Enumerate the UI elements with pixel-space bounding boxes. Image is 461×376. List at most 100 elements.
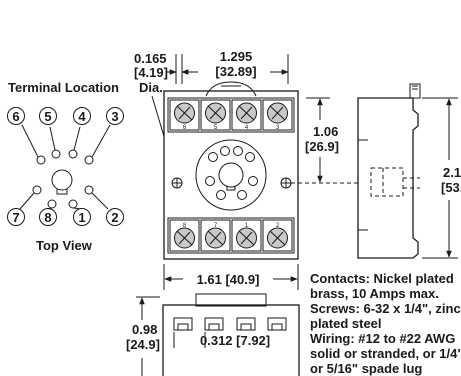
terminal-screw-7: 7 [200,219,231,252]
spec-line: Screws: 6-32 x 1/4", zinc [310,301,461,316]
bottom-terminal-slot [236,317,256,331]
svg-text:[32.89]: [32.89] [215,64,256,79]
svg-text:2: 2 [111,210,118,225]
base-width-dimension: 1.61 [40.9] [163,264,299,290]
bottom-body [162,304,300,376]
terminal-location-diagram: Terminal Location 6 5 [7,80,124,253]
pin-hole [216,190,226,200]
specifications-text: Contacts: Nickel plated brass, 10 Amps m… [310,271,461,376]
pitch-dimension: 0.312 [7.92] [173,332,270,348]
socket-front-view: 6 5 4 3 [163,81,370,260]
pin-hole [208,152,218,162]
svg-text:2.11: 2.11 [443,165,461,180]
socket-bottom-view [162,293,300,376]
terminal-screw-6: 6 [169,99,200,131]
svg-text:0.312 [7.92]: 0.312 [7.92] [200,333,270,348]
side-body [357,97,419,259]
octal-socket-circle [195,139,267,211]
top-view-caption: Top View [36,238,93,253]
spec-line: solid or stranded, or 1/4" [310,346,461,361]
pin-hole [245,152,255,162]
leader-line [19,192,35,210]
spec-line: or 5/16" spade lug [310,361,422,376]
svg-text:5: 5 [44,109,51,124]
pin-hole [233,146,243,156]
bottom-terminal-slot [204,317,224,331]
side-internal-dashed [370,167,404,197]
spec-line: Contacts: Nickel plated [310,271,454,286]
terminal-screw-8: 8 [169,219,200,252]
terminal-screw-4: 4 [231,99,262,131]
leader-line [91,124,111,158]
svg-text:[53.6]: [53.6] [441,180,461,195]
svg-text:4: 4 [78,109,86,124]
svg-text:4: 4 [245,125,249,131]
top-terminal-strip [167,97,295,133]
pin-hole [248,176,258,186]
mounting-hole-right [280,177,292,189]
pin-hole [237,190,247,200]
key-notch [56,189,68,195]
pin-7: 7 [7,208,25,226]
svg-text:[26.9]: [26.9] [305,139,339,154]
leader-line [21,124,39,158]
contact-circle [68,199,78,209]
svg-text:[24.9]: [24.9] [126,337,160,352]
contact-circle [51,149,61,159]
svg-text:1: 1 [78,210,85,225]
center-key-hole [218,162,244,188]
svg-text:Dia.: Dia. [139,80,163,95]
svg-text:8: 8 [44,210,51,225]
pin-5: 5 [39,107,57,125]
spec-line: Wiring: #12 to #22 AWG [310,331,455,346]
leader-line [73,126,81,151]
svg-text:1.61 [40.9]: 1.61 [40.9] [197,272,260,287]
svg-text:3: 3 [276,125,280,131]
svg-text:1.295: 1.295 [220,49,253,64]
svg-text:8: 8 [183,223,187,229]
terminal-location-title: Terminal Location [8,80,119,95]
bottom-terminal-slot [267,317,287,331]
contact-circle [84,155,94,165]
terminal-screw-5: 5 [200,99,231,131]
svg-text:[4.19]: [4.19] [134,65,168,80]
pin-3: 3 [106,107,124,125]
svg-text:1: 1 [245,223,249,229]
spec-line: brass, 10 Amps max. [310,286,439,301]
pin-hole [220,146,230,156]
leader-line [91,192,109,210]
contact-circle [47,199,57,209]
side-height-dimension: 2.11 [53.6] [422,97,461,259]
center-height-dimension: 1.06 [26.9] [305,97,339,183]
terminal-screw-3: 3 [262,99,293,131]
svg-text:3: 3 [111,109,118,124]
pin-6: 6 [7,107,25,125]
bottom-terminal-slot [173,317,193,331]
svg-text:7: 7 [214,223,218,229]
side-tab [409,83,421,99]
contact-circle [36,155,46,165]
contact-circle [68,149,78,159]
socket-side-view [357,83,421,259]
svg-text:6: 6 [183,125,187,131]
terminal-screw-1: 1 [231,219,262,252]
contact-circle [84,185,94,195]
pin-hole [205,176,215,186]
svg-text:5: 5 [214,125,218,131]
mounting-hole-left [171,177,183,189]
pin-8: 8 [39,208,57,226]
top-clip [205,81,257,97]
key-circle [51,169,73,191]
pin-1: 1 [73,208,91,226]
top-width-dimension: 1.295 [32.89] [181,49,289,84]
svg-text:1.06: 1.06 [313,124,338,139]
svg-text:6: 6 [12,109,19,124]
svg-text:2: 2 [276,223,280,229]
hole-diameter-dimension: 0.165 [4.19] Dia. [134,51,183,178]
bottom-rail [195,293,267,307]
leader-line [49,126,56,151]
svg-text:0.98: 0.98 [132,322,157,337]
bottom-terminal-strip [167,217,295,254]
terminal-screw-2: 2 [262,219,293,252]
